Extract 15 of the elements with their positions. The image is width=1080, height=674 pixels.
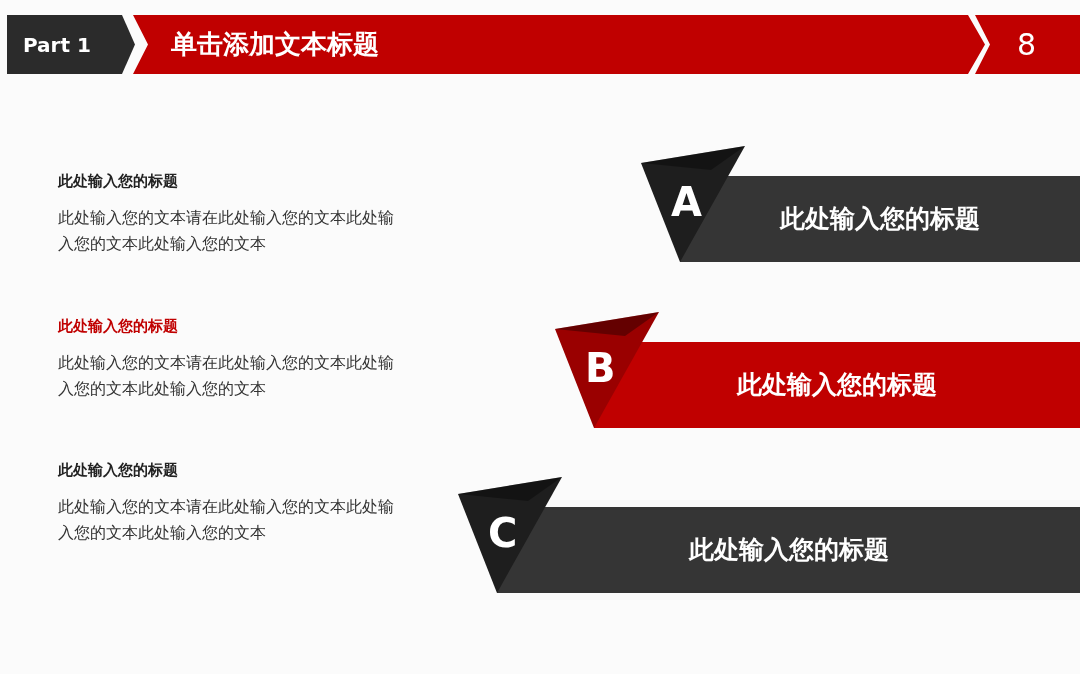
letter-label: C [488,513,518,553]
slide-title: 单击添加文本标题 [171,28,379,61]
letter-label: B [585,348,616,388]
page-number: 8 [1017,26,1037,63]
letter-label: A [671,182,702,222]
ribbon-title: 此处输入您的标题 [688,535,889,565]
ribbon-title: 此处输入您的标题 [780,204,980,234]
item-heading: 此处输入您的标题 [58,172,179,191]
item-heading: 此处输入您的标题 [58,317,179,336]
item-heading: 此处输入您的标题 [58,461,179,480]
ribbon-title: 此处输入您的标题 [737,370,937,400]
item-description: 此处输入您的文本请在此处输入您的文本此处输入您的文本此处输入您的文本 [58,207,395,255]
item-description: 此处输入您的文本请在此处输入您的文本此处输入您的文本此处输入您的文本 [58,352,395,400]
part-label: Part 1 [23,32,91,57]
item-description: 此处输入您的文本请在此处输入您的文本此处输入您的文本此处输入您的文本 [58,496,395,544]
